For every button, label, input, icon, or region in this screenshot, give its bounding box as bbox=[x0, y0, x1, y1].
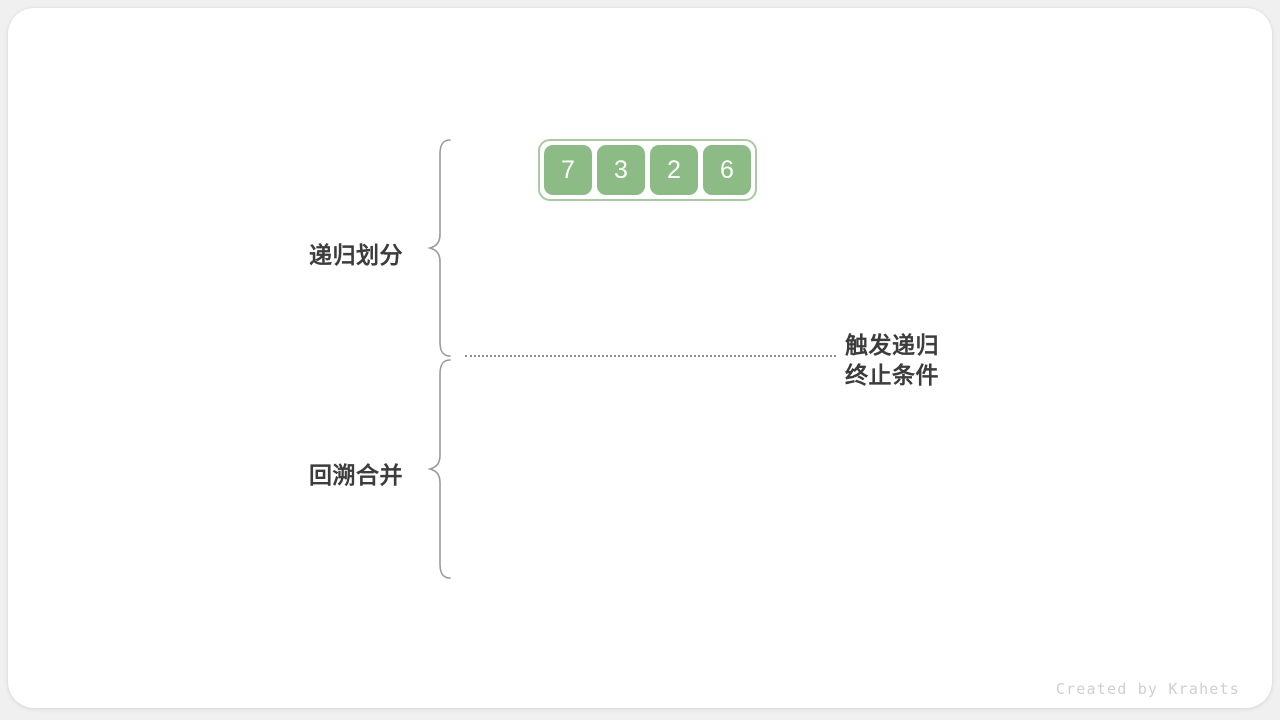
array-cell: 7 bbox=[544, 145, 592, 195]
phase-label-divide: 递归划分 bbox=[309, 242, 403, 268]
annotation-line-1: 触发递归 bbox=[845, 332, 939, 358]
merge-phase-brace bbox=[428, 358, 454, 580]
array-cell: 2 bbox=[650, 145, 698, 195]
base-case-annotation: 触发递归 终止条件 bbox=[845, 330, 939, 390]
phase-label-merge: 回溯合并 bbox=[309, 462, 403, 488]
annotation-line-2: 终止条件 bbox=[845, 362, 939, 388]
array-cell: 6 bbox=[703, 145, 751, 195]
diagram-card bbox=[8, 8, 1272, 708]
array-cell: 3 bbox=[597, 145, 645, 195]
array-container: 7 3 2 6 bbox=[538, 139, 757, 201]
recursion-base-case-divider bbox=[465, 355, 836, 357]
credit-text: Created by Krahets bbox=[1055, 680, 1240, 698]
divide-phase-brace bbox=[428, 138, 454, 358]
